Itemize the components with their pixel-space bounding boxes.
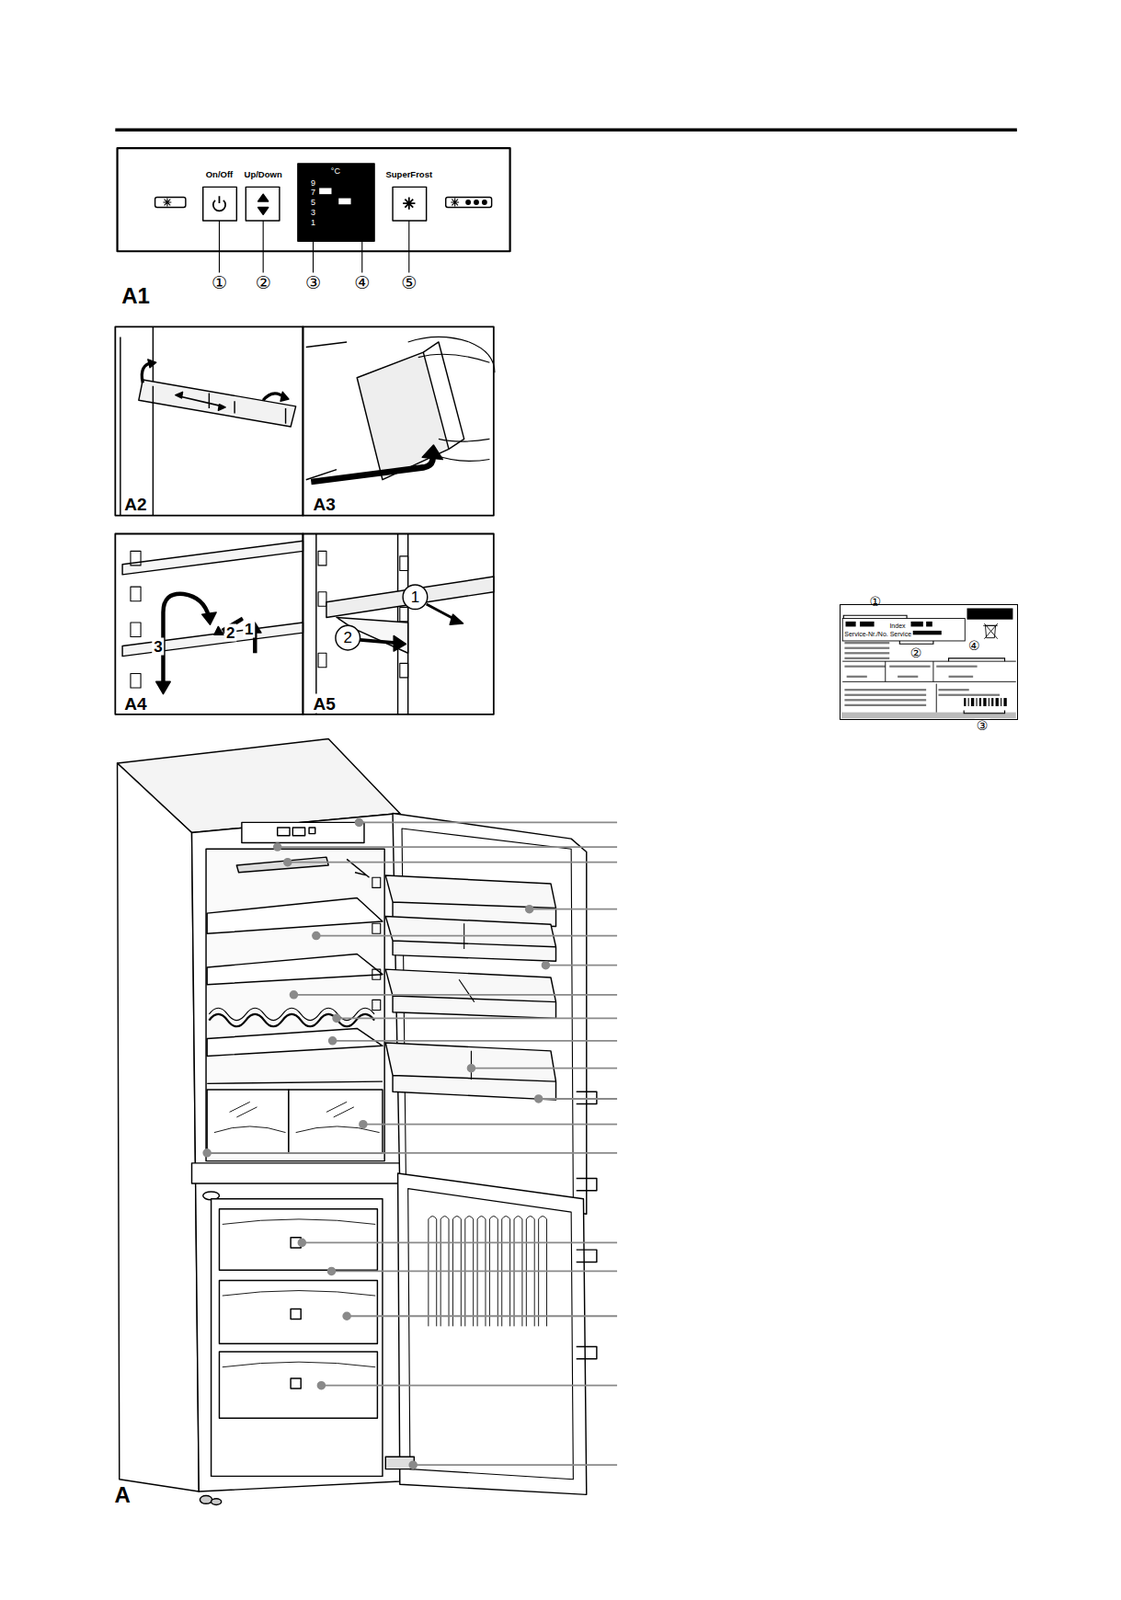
step-number: 3 [151, 638, 164, 656]
step-number: 1 [242, 620, 255, 639]
plate-text: Index [889, 621, 905, 629]
step-number: 2 [224, 623, 237, 641]
callout-number: ② [255, 274, 272, 292]
step-number: 2 [343, 629, 352, 646]
rating-plate: IndexService-Nr./No. Service [839, 604, 1019, 721]
callout-number: ⑤ [400, 274, 417, 292]
button-label: On/Off [205, 170, 234, 180]
display-text: 5 [310, 197, 316, 206]
display-text: 3 [310, 207, 316, 217]
callout-number: ② [908, 645, 925, 661]
figure-label: A5 [311, 694, 338, 714]
callout-number: ③ [305, 274, 321, 292]
display-text: 1 [310, 217, 316, 227]
callout-number: ④ [354, 274, 370, 292]
temperature-display: °C 97531 [297, 162, 375, 241]
callout-number: ① [867, 594, 883, 609]
display-text: °C [331, 167, 341, 176]
figure-label: A1 [121, 285, 150, 308]
figure-label: A [114, 1484, 130, 1507]
figure-label: A4 [122, 694, 149, 714]
plate-text: Service-Nr./No. Service [844, 629, 912, 637]
display-text: 7 [310, 187, 316, 196]
figure-label: A2 [122, 493, 149, 514]
button-label: SuperFrost [385, 170, 433, 180]
step-number: 1 [411, 588, 420, 605]
display-text: 9 [310, 178, 316, 187]
callout-number: ④ [966, 638, 983, 653]
figure-label: A3 [311, 493, 338, 514]
button-label: Up/Down [244, 170, 283, 180]
callout-number: ① [211, 274, 228, 292]
